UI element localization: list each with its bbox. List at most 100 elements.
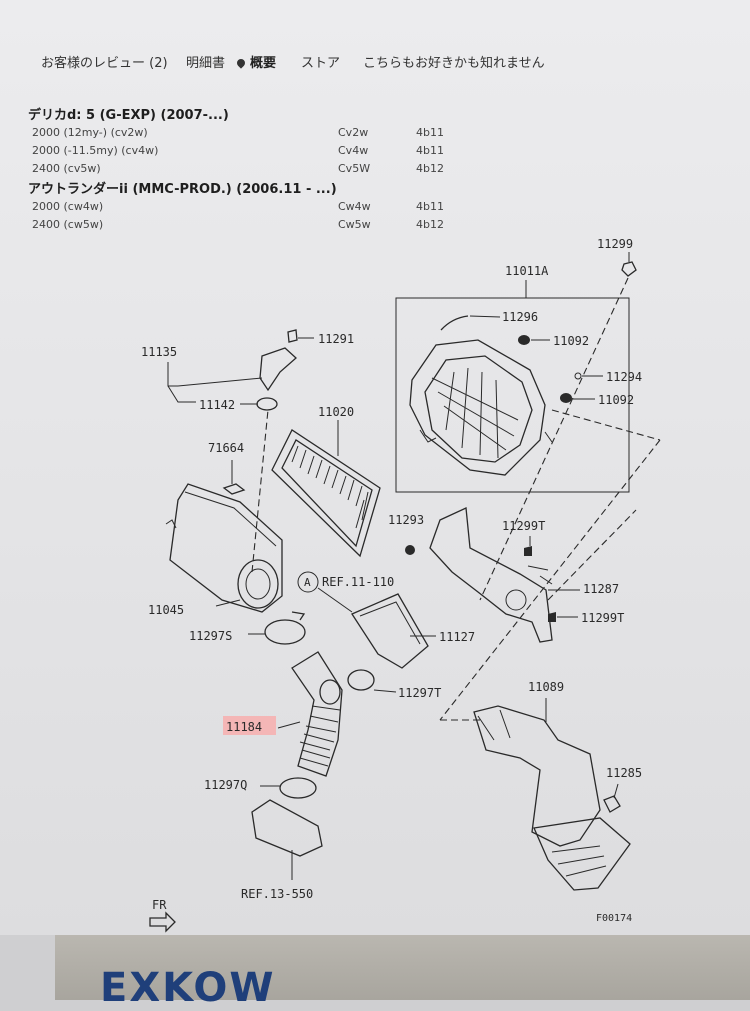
front-arrow-icon <box>149 911 176 933</box>
bolt-11291 <box>287 329 298 343</box>
clamp-11297t <box>347 669 375 691</box>
fitment-row: 2000 (-11.5my) (cv4w) Cv4w 4b11 <box>32 144 492 160</box>
airflow-sensor <box>259 347 297 392</box>
tab-recommendations[interactable]: こちらもお好きかも知れません <box>363 56 545 71</box>
part-label: 11293 <box>388 513 424 527</box>
part-label: 11285 <box>606 766 642 780</box>
leader-line <box>277 721 301 729</box>
dashed-guide <box>439 439 661 721</box>
part-label: 11135 <box>141 345 177 359</box>
model-cell: Cv2w <box>338 126 369 139</box>
part-label: 11297Q <box>204 778 247 792</box>
bolt-11299t-b <box>548 612 556 622</box>
tab-overview-label: 概要 <box>250 56 277 71</box>
resonator-detail <box>359 601 421 645</box>
part-label: 11299 <box>597 237 633 251</box>
part-11296 <box>440 315 469 331</box>
clamp-11297s <box>264 619 306 645</box>
part-label: 11299T <box>581 611 624 625</box>
throttle-body-ref <box>251 799 323 857</box>
leader-line <box>215 599 241 607</box>
intake-hose-11184 <box>291 651 343 777</box>
fitment-row: 2000 (cw4w) Cw4w 4b11 <box>32 200 492 216</box>
part-label: 11092 <box>553 334 589 348</box>
code-cell: 4b11 <box>416 126 444 139</box>
model-title: アウトランダーii (MMC-PROD.) (2006.11 - ...) <box>28 182 337 197</box>
engine-cell: 2000 (-11.5my) (cv4w) <box>32 144 159 157</box>
engine-cell: 2000 (12my-) (cv2w) <box>32 126 148 139</box>
tab-specifications[interactable]: 明細書 <box>186 56 226 71</box>
pad-71664 <box>222 483 246 495</box>
product-tabs: お客様のレビュー (2) 明細書 概要 ストア こちらもお好きかも知れません <box>0 52 750 74</box>
banner-logo-text: EXKOW <box>100 965 276 1011</box>
dashed-guide <box>479 277 629 601</box>
leader-line <box>373 689 397 693</box>
part-label: 11020 <box>318 405 354 419</box>
upper-case-box <box>395 297 630 493</box>
part-label: 11011A <box>505 264 549 278</box>
code-cell: 4b11 <box>416 144 444 157</box>
code-cell: 4b12 <box>416 162 444 175</box>
part-highlight <box>223 716 276 735</box>
leader-line <box>469 315 501 318</box>
parts-diagram: 11299 11011A 11296 11092 11294 11092 112… <box>141 237 661 933</box>
engine-cell: 2400 (cw5w) <box>32 218 104 231</box>
bolt-11285 <box>603 795 621 813</box>
bolt-11299 <box>621 261 637 277</box>
part-label: 11299T <box>502 519 545 533</box>
model-cell: Cv4w <box>338 144 369 157</box>
engine-cell: 2400 (cv5w) <box>32 162 101 175</box>
fitment-row: 2400 (cv5w) Cv5W 4b12 <box>32 162 492 178</box>
part-label: 11291 <box>318 332 354 346</box>
part-label: 11089 <box>528 680 564 694</box>
part-label: 11142 <box>199 398 235 412</box>
part-label: 11127 <box>439 630 475 644</box>
part-label: FR <box>152 898 167 912</box>
o-ring-11142 <box>256 397 278 411</box>
model-cell: Cv5W <box>338 162 371 175</box>
tab-reviews[interactable]: お客様のレビュー (2) <box>41 56 168 71</box>
part-label: 11184 <box>226 720 262 734</box>
diagram-code: F00174 <box>596 913 632 924</box>
part-label: 11287 <box>583 582 619 596</box>
part-label: 11045 <box>148 603 184 617</box>
part-label: 11092 <box>598 393 634 407</box>
dashed-guide <box>547 509 637 601</box>
tab-overview[interactable]: 概要 <box>235 52 277 71</box>
fitment-row: 2400 (cw5w) Cw5w 4b12 <box>32 218 492 234</box>
air-intake-duct-11089 <box>473 705 631 891</box>
leader-line <box>613 783 619 799</box>
part-label: REF.11-110 <box>322 575 394 589</box>
bolt-11299t <box>524 546 532 556</box>
model-title: デリカd: 5 (G-EXP) (2007-...) <box>28 108 229 123</box>
grommet-11092 <box>518 335 530 345</box>
part-label: 11296 <box>502 310 538 324</box>
part-label: 11297T <box>398 686 441 700</box>
upper-air-cleaner-case <box>409 339 553 476</box>
clamp-screw <box>291 611 306 621</box>
lower-air-cleaner-case <box>165 483 283 613</box>
bracket-11287 <box>429 507 553 643</box>
leader-line <box>317 587 353 613</box>
part-label: REF.13-550 <box>241 887 313 901</box>
fitment-row: 2000 (12my-) (cv2w) Cv2w 4b11 <box>32 126 492 142</box>
ref-circle <box>297 571 319 593</box>
dashed-guide <box>251 409 269 573</box>
ref-circle-letter: A <box>304 576 311 589</box>
part-label: 11294 <box>606 370 642 384</box>
air-filter-element <box>271 420 381 558</box>
clamp-11297q <box>279 777 317 799</box>
model-cell: Cw5w <box>338 218 371 231</box>
resonator-11127 <box>351 593 429 669</box>
bracket-lines-11135 <box>167 362 263 403</box>
bottom-banner: EXKOW <box>55 935 750 1011</box>
part-label: 71664 <box>208 441 244 455</box>
code-cell: 4b11 <box>416 200 444 213</box>
code-cell: 4b12 <box>416 218 444 231</box>
bolt-11293 <box>405 545 415 555</box>
dashed-guide <box>551 409 661 441</box>
screen: お客様のレビュー (2) 明細書 概要 ストア こちらもお好きかも知れません デ… <box>0 0 750 935</box>
screw-11294 <box>574 372 582 380</box>
tab-store[interactable]: ストア <box>301 56 341 71</box>
model-cell: Cw4w <box>338 200 371 213</box>
